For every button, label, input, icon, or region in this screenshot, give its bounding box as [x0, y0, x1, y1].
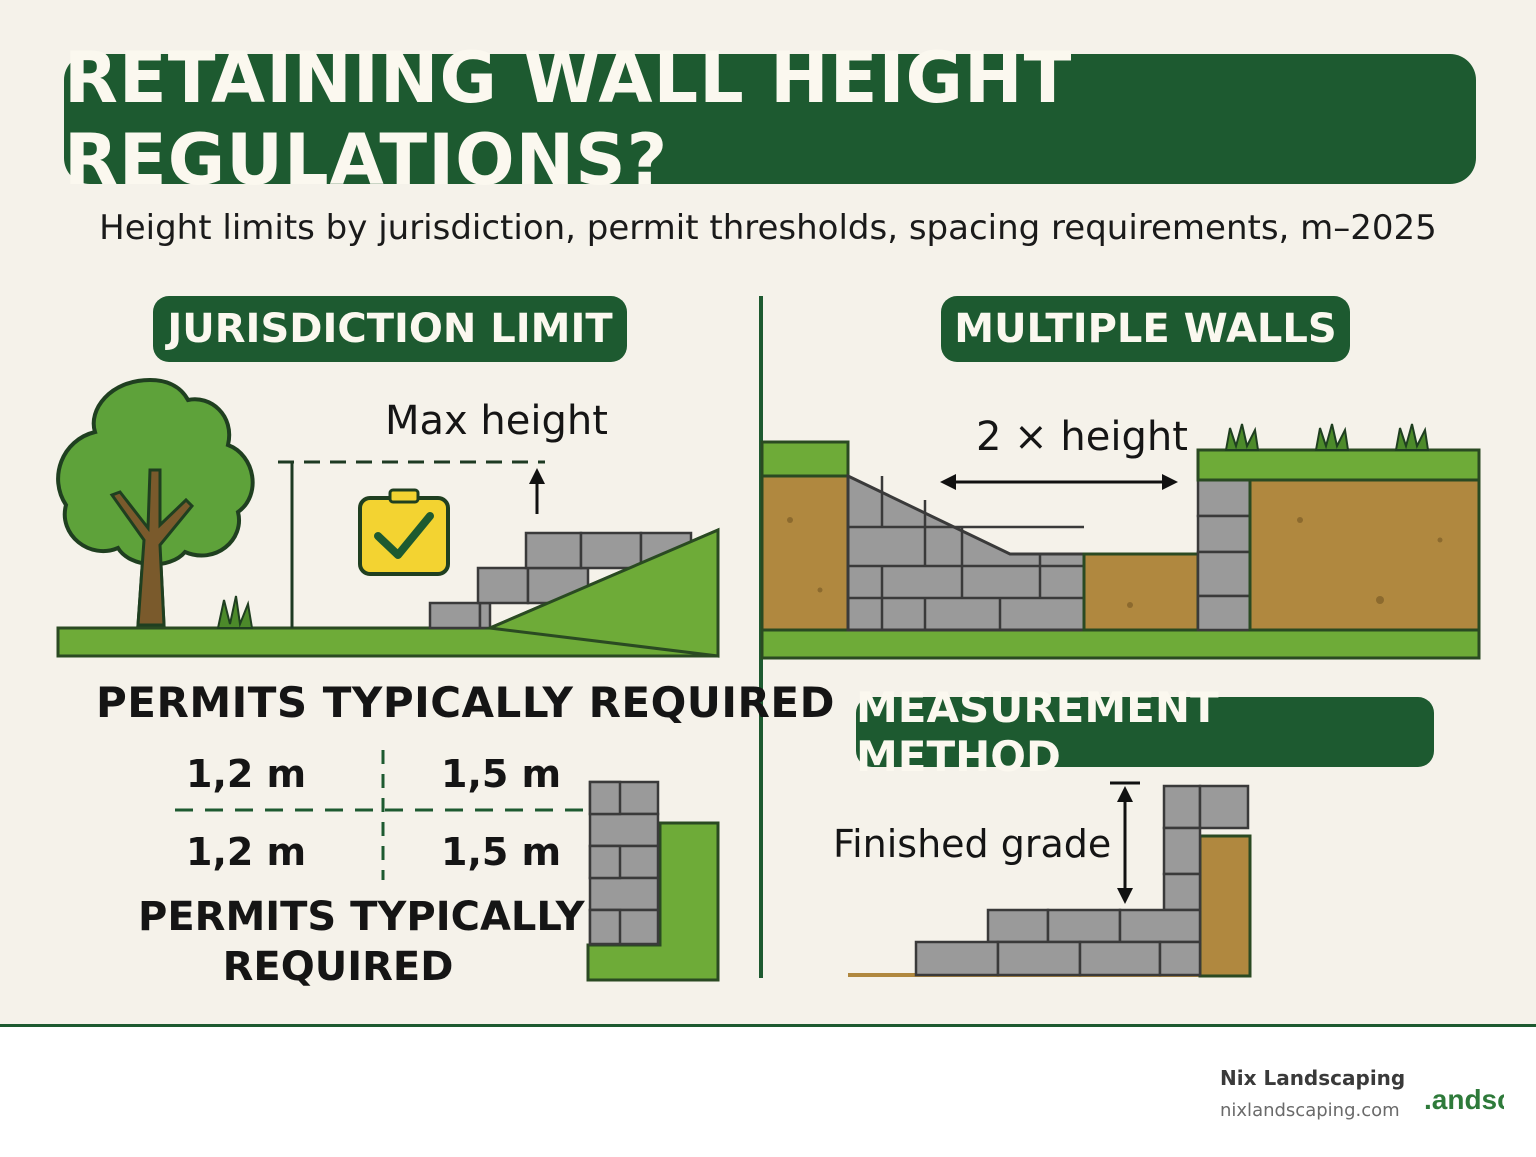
permits-heading: PERMITS TYPICALLY REQUIRED — [96, 678, 835, 727]
title-banner: RETAINING WALL HEIGHT REGULATIONS? — [64, 37, 1476, 201]
subtitle: Height limits by jurisdiction, permit th… — [99, 208, 1437, 248]
jurisdiction-illustration — [56, 377, 720, 658]
finished-grade-label: Finished grade — [833, 822, 1112, 866]
max-height-label: Max height — [385, 398, 608, 444]
threshold-value: 1,2 m — [186, 830, 307, 874]
multiple-walls-heading: MULTIPLE WALLS — [941, 296, 1350, 362]
measurement-illustration — [848, 781, 1252, 978]
permits-note-line1: PERMITS TYPICALLY — [138, 894, 585, 940]
threshold-value: 1,2 m — [186, 752, 307, 796]
permits-note: PERMITS TYPICALLY REQUIRED — [138, 892, 585, 992]
jurisdiction-limit-heading: JURISDICTION LIMIT — [153, 296, 627, 362]
page-title: RETAINING WALL HEIGHT REGULATIONS? — [64, 37, 1073, 201]
tree-icon — [56, 377, 255, 627]
small-wall — [586, 780, 720, 982]
threshold-grid — [175, 750, 588, 880]
company-name: Nix Landscaping — [1220, 1066, 1406, 1090]
multiple-walls-illustration — [760, 423, 1481, 660]
threshold-value: 1,5 m — [441, 752, 562, 796]
stepped-wall — [428, 531, 693, 630]
multiple-walls-heading-text: MULTIPLE WALLS — [954, 306, 1337, 352]
measurement-method-heading: MEASUREMENT METHOD — [856, 683, 1434, 781]
permits-note-line2: REQUIRED — [222, 944, 454, 990]
checkmark-icon — [358, 488, 450, 576]
company-logo: .andsc — [1424, 1084, 1504, 1115]
company-url[interactable]: nixlandscaping.com — [1220, 1100, 1400, 1121]
footer — [0, 1024, 1536, 1157]
measurement-method-heading-text: MEASUREMENT METHOD — [856, 683, 1219, 781]
jurisdiction-limit-heading-text: JURISDICTION LIMIT — [167, 306, 613, 352]
spacing-label: 2 × height — [976, 414, 1188, 460]
threshold-value: 1,5 m — [441, 830, 562, 874]
